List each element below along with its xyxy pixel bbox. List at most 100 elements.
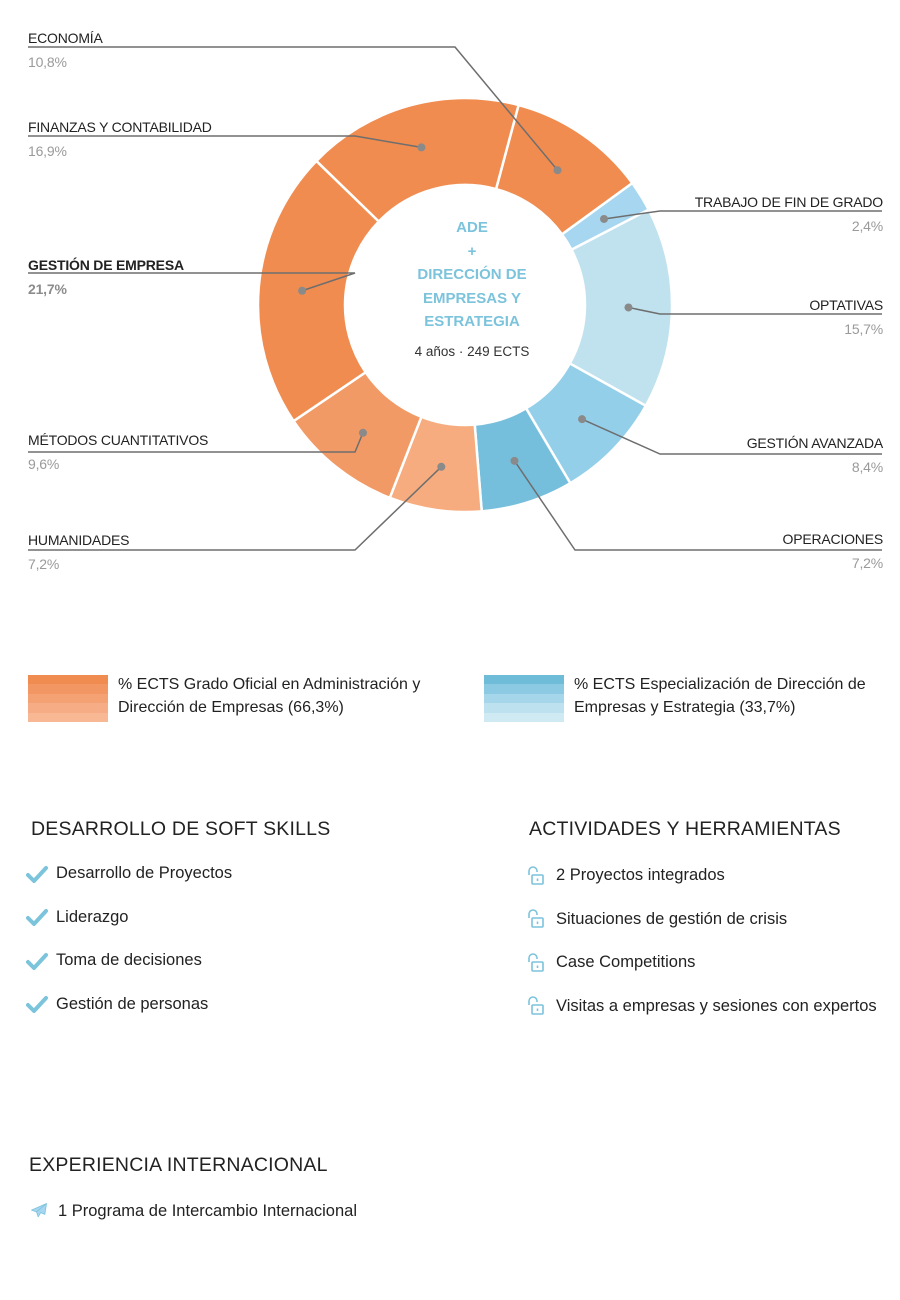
- soft-skills-title: DESARROLLO DE SOFT SKILLS: [31, 818, 331, 840]
- list-item: Liderazgo: [26, 896, 232, 940]
- slice-label-tfg: TRABAJO DE FIN DE GRADO 2,4%: [694, 193, 884, 235]
- list-item-text: Situaciones de gestión de crisis: [556, 909, 788, 928]
- slice-label-gestion-empresa: GESTIÓN DE EMPRESA 21,7%: [28, 256, 184, 298]
- slice-marker-finanzas: [417, 143, 426, 152]
- legend-swatch-band: [484, 693, 564, 704]
- leader-line-finanzas: [28, 135, 422, 149]
- legend-swatch-band: [28, 712, 108, 723]
- legend-swatch-band: [28, 675, 108, 685]
- leader-line-economia: [28, 46, 559, 171]
- open-lock-icon: [526, 909, 556, 929]
- international-item-text: 1 Programa de Intercambio Internacional: [58, 1201, 357, 1220]
- check-icon: [26, 995, 56, 1014]
- legend-text: % ECTS Grado Oficial en Administración y…: [118, 676, 421, 716]
- check-icon: [26, 952, 56, 970]
- slice-label-text: GESTIÓN DE EMPRESA: [28, 257, 184, 273]
- slice-label-gestion-avanzada: GESTIÓN AVANZADA 8,4%: [746, 434, 884, 476]
- chart-center-title: ADE + DIRECCIÓN DE EMPRESAS Y ESTRATEGIA: [372, 216, 572, 334]
- leader-line-optativas: [628, 306, 882, 315]
- legend-swatch-band: [28, 703, 108, 713]
- donut-slice-optativas: [568, 207, 674, 408]
- slice-value-label: 2,4%: [851, 218, 883, 234]
- list-item: Visitas a empresas y sesiones con expert…: [526, 985, 877, 1029]
- leader-line-gestion-avanzada: [581, 418, 882, 455]
- legend-swatch-blue: [484, 675, 564, 723]
- open-lock-icon: [526, 996, 556, 1016]
- leader-line-humanidades: [28, 466, 442, 551]
- slice-label-text: ECONOMÍA: [28, 30, 103, 46]
- slice-marker-humanidades: [437, 462, 446, 471]
- donut-slice-gestion-empresa: [256, 159, 381, 423]
- slice-label-text: MÉTODOS CUANTITATIVOS: [28, 432, 209, 448]
- list-item: Situaciones de gestión de crisis: [526, 898, 877, 942]
- slice-label-text: OPTATIVAS: [809, 297, 883, 313]
- slice-label-text: GESTIÓN AVANZADA: [746, 435, 884, 451]
- activities-title: ACTIVIDADES Y HERRAMIENTAS: [529, 818, 841, 840]
- legend-swatch-band: [484, 703, 564, 713]
- slice-label-operaciones: OPERACIONES 7,2%: [783, 530, 884, 572]
- legend-swatch-band: [484, 675, 564, 685]
- slice-label-text: HUMANIDADES: [28, 532, 130, 548]
- slice-marker-tfg: [600, 214, 609, 223]
- center-title-line: +: [467, 242, 477, 260]
- list-item-text: Desarrollo de Proyectos: [56, 864, 233, 883]
- slice-marker-gestion-empresa: [298, 286, 307, 295]
- slice-label-text: OPERACIONES: [782, 531, 884, 547]
- slice-value-label: 8,4%: [851, 459, 883, 475]
- slice-label-finanzas: FINANZAS Y CONTABILIDAD 16,9%: [28, 118, 212, 160]
- slice-marker-operaciones: [510, 456, 519, 465]
- donut-chart: ADE + DIRECCIÓN DE EMPRESAS Y ESTRATEGIA…: [0, 0, 900, 600]
- slice-value-label: 7,2%: [28, 556, 60, 572]
- slice-label-text: TRABAJO DE FIN DE GRADO: [694, 194, 884, 210]
- legend-item-grado: % ECTS Grado Oficial en Administración y…: [28, 673, 448, 723]
- slice-label-optativas: OPTATIVAS 15,7%: [809, 296, 883, 338]
- center-title-line: DIRECCIÓN DE: [417, 266, 527, 283]
- leader-line-metodos-cuantitativos: [28, 432, 364, 453]
- slice-label-economia: ECONOMÍA 10,8%: [28, 29, 103, 71]
- slice-value-label: 7,2%: [851, 555, 883, 571]
- legend-swatch-band: [484, 712, 564, 723]
- chart-center-subtitle: 4 años · 249 ECTS: [414, 343, 530, 359]
- airplane-icon: [28, 1201, 58, 1221]
- legend-swatch-orange: [28, 675, 108, 723]
- list-item: Toma de decisiones: [26, 939, 232, 983]
- leader-line-gestion-empresa: [28, 272, 356, 292]
- list-item-text: Case Competitions: [556, 953, 696, 972]
- slice-marker-optativas: [624, 303, 633, 312]
- list-item: Gestión de personas: [26, 983, 232, 1027]
- slice-value-label: 9,6%: [28, 456, 60, 472]
- slice-label-metodos: MÉTODOS CUANTITATIVOS 9,6%: [28, 431, 208, 473]
- open-lock-icon: [526, 865, 556, 886]
- donut-svg: [28, 46, 882, 551]
- list-item-text: Liderazgo: [56, 907, 129, 926]
- slice-marker-economia: [553, 166, 562, 175]
- list-item-text: Visitas a empresas y sesiones con expert…: [556, 996, 877, 1015]
- list-item-text: 2 Proyectos integrados: [556, 866, 725, 885]
- list-item-text: Gestión de personas: [56, 994, 209, 1013]
- leader-line-tfg: [603, 210, 882, 220]
- chart-center: ADE + DIRECCIÓN DE EMPRESAS Y ESTRATEGIA…: [372, 216, 572, 359]
- center-title-line: EMPRESAS Y: [422, 289, 522, 307]
- activities-list: 2 Proyectos integrados Situaciones de ge…: [526, 854, 877, 1028]
- center-title-line: ADE: [456, 219, 488, 236]
- center-title-line: ESTRATEGIA: [424, 313, 520, 330]
- check-icon: [26, 908, 56, 927]
- donut-slice-finanzas: [314, 96, 521, 224]
- slice-marker-gestion-avanzada: [578, 415, 587, 424]
- slice-value-label: 15,7%: [844, 321, 883, 337]
- soft-skills-list: Desarrollo de Proyectos Liderazgo Toma d…: [26, 852, 232, 1026]
- open-lock-icon: [526, 952, 556, 973]
- legend-swatch-band: [484, 684, 564, 694]
- international-title: EXPERIENCIA INTERNACIONAL: [29, 1154, 328, 1176]
- legend-text: % ECTS Especialización de Dirección de E…: [574, 676, 866, 716]
- list-item: Desarrollo de Proyectos: [26, 852, 232, 896]
- legend-swatch-band: [28, 693, 108, 704]
- check-icon: [26, 865, 56, 883]
- slice-label-text: FINANZAS Y CONTABILIDAD: [28, 119, 212, 135]
- list-item: Case Competitions: [526, 941, 877, 985]
- legend-item-especializacion: % ECTS Especialización de Dirección de E…: [484, 673, 890, 723]
- list-item-text: Toma de decisiones: [56, 951, 202, 970]
- slice-label-humanidades: HUMANIDADES 7,2%: [28, 531, 129, 573]
- slice-value-label: 21,7%: [28, 281, 67, 297]
- slice-marker-metodos-cuantitativos: [358, 428, 367, 437]
